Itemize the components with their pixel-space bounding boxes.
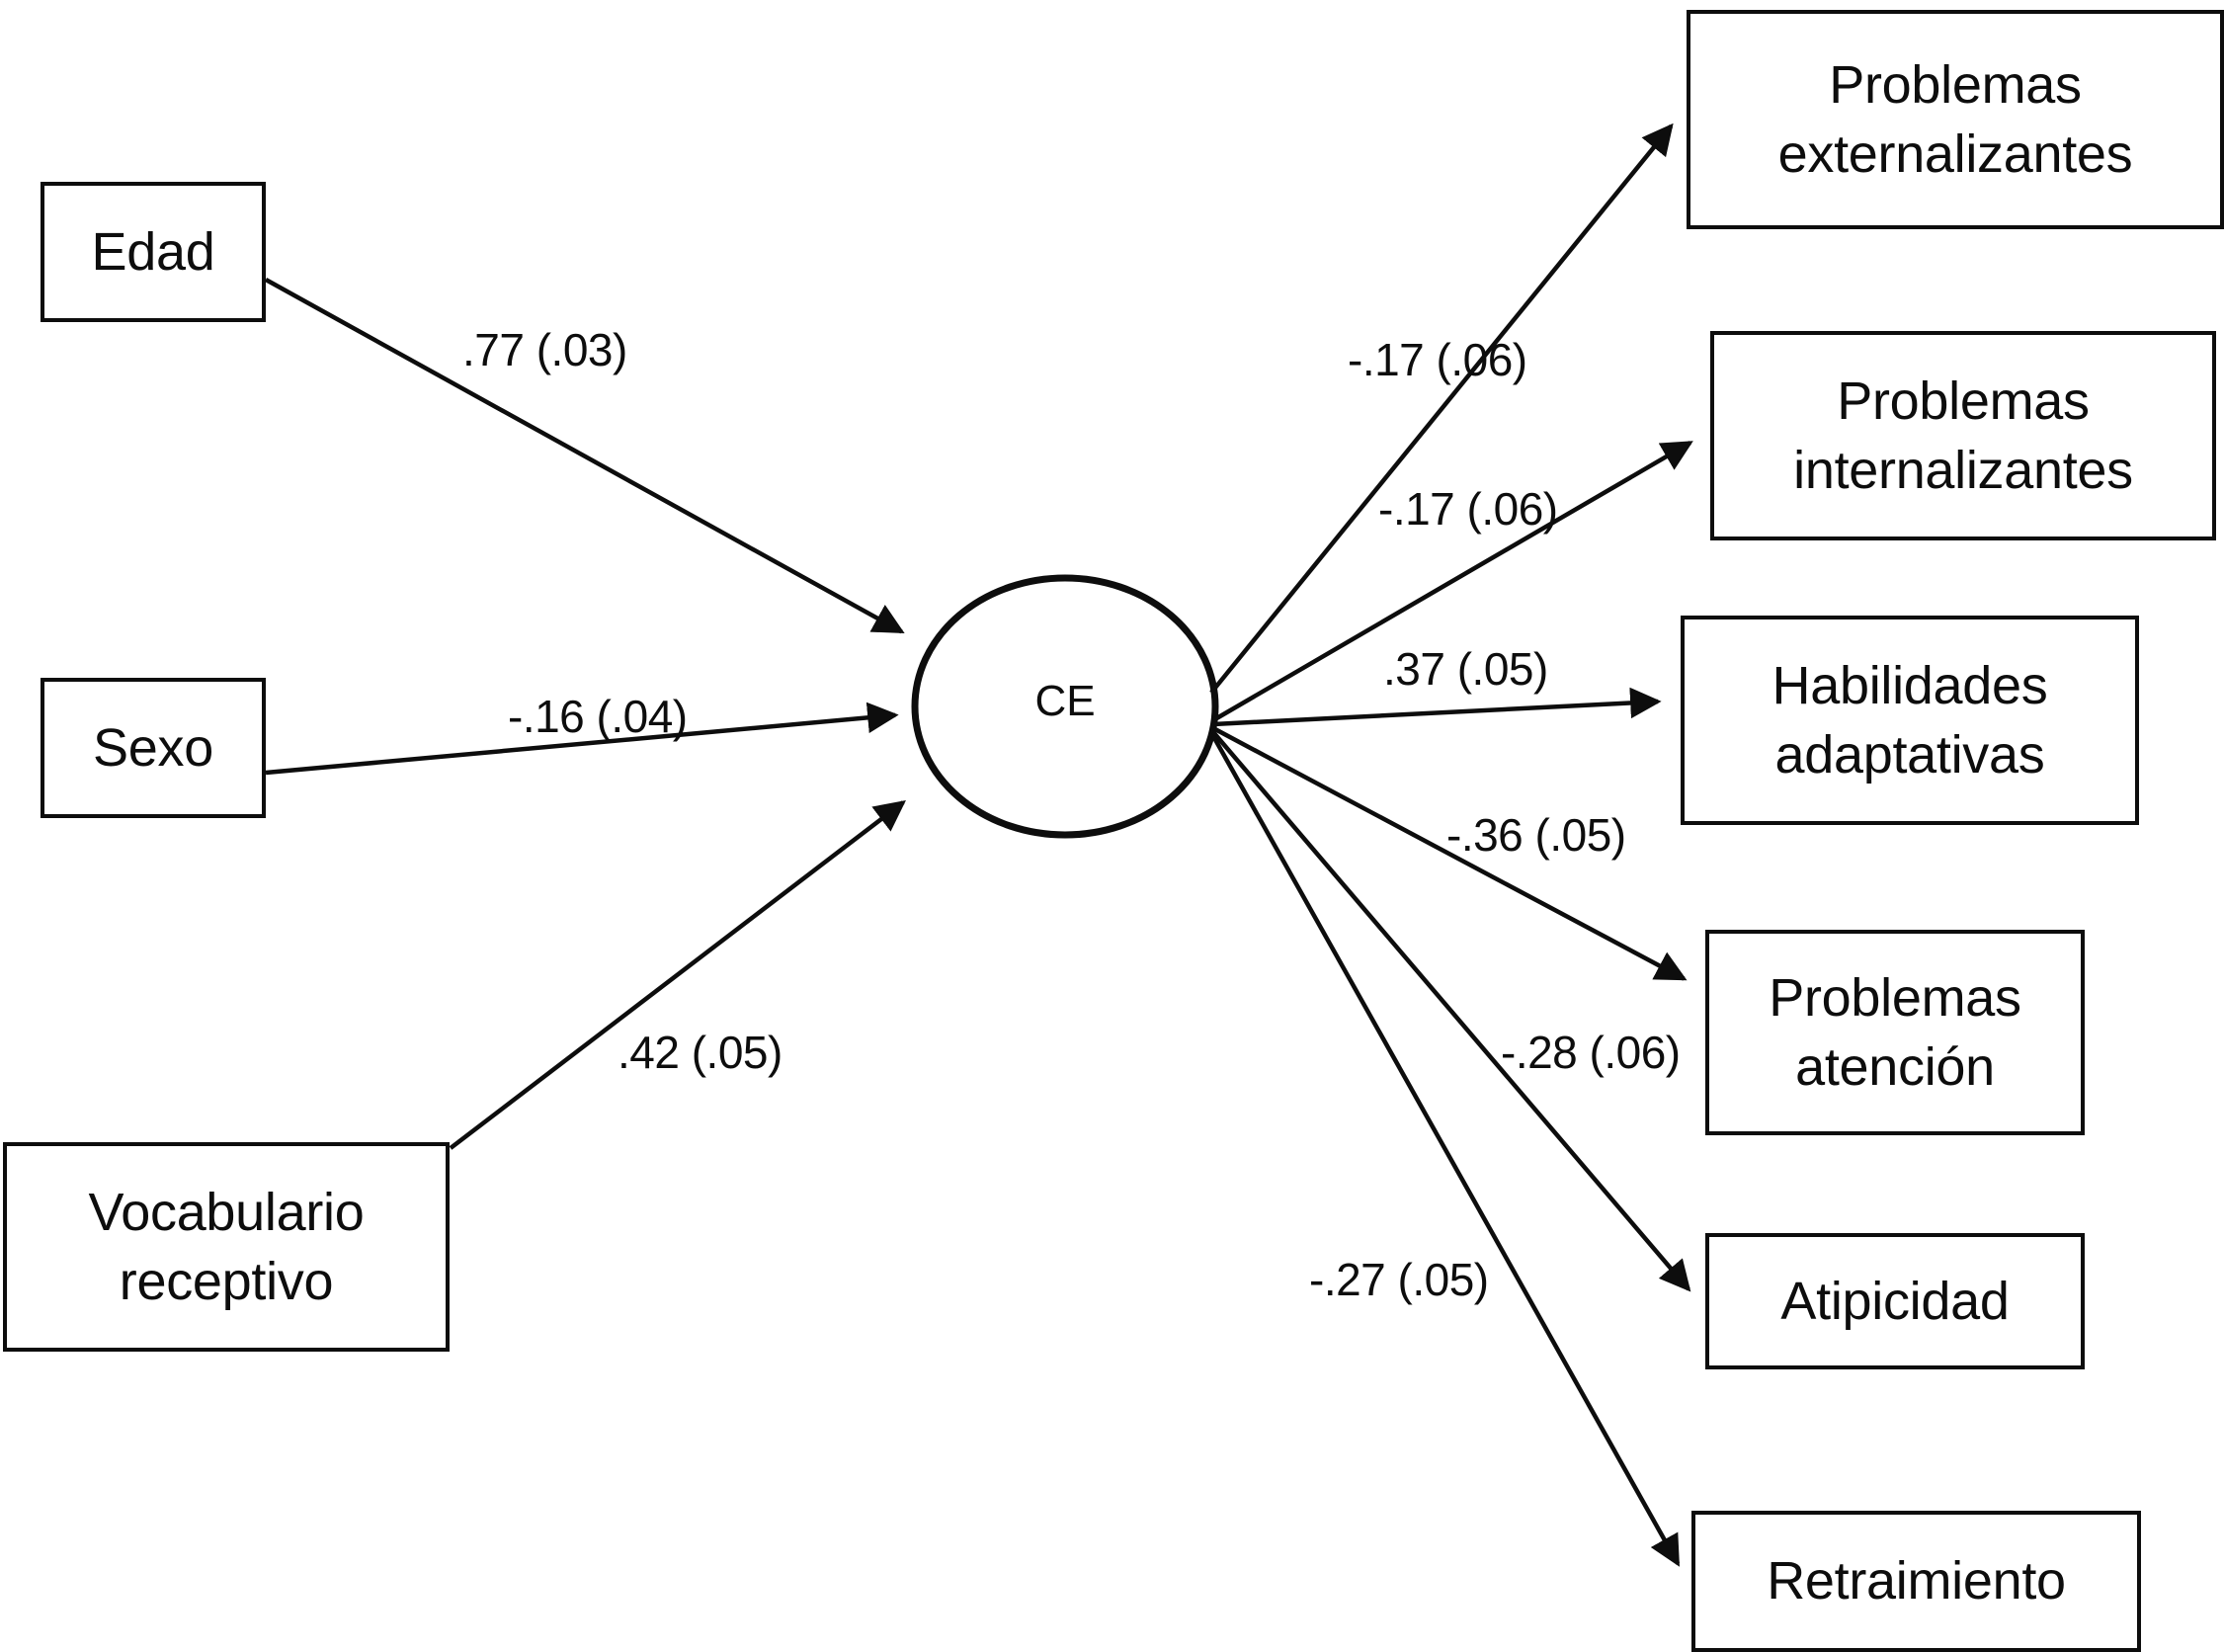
predictor-label: Sexo: [93, 717, 213, 778]
outcome-box-problemas-internalizantes: Problemas internalizantes: [1710, 331, 2216, 540]
predictor-box-vocabulario-receptivo: Vocabulario receptivo: [3, 1142, 450, 1352]
outcome-label: Atipicidad: [1780, 1271, 2010, 1331]
outcome-box-atipicidad: Atipicidad: [1705, 1233, 2085, 1369]
edge-sexo-to-ce: [265, 702, 899, 776]
edge-label-ce-to-problemas-atencion: -.36 (.05): [1446, 809, 1626, 861]
outcome-box-habilidades-adaptativas: Habilidades adaptativas: [1681, 616, 2139, 825]
edge-ce-to-problemas-externalizantes: [1209, 123, 1674, 695]
edge-lines: [264, 123, 1693, 1567]
edge-ce-to-atipicidad: [1211, 730, 1691, 1292]
outcome-box-retraimiento: Retraimiento: [1691, 1511, 2141, 1652]
edge-ce-to-retraimiento: [1211, 734, 1681, 1567]
predictor-box-sexo: Sexo: [41, 678, 266, 818]
outcome-label: Problemas internalizantes: [1793, 371, 2133, 500]
edge-label-ce-to-retraimiento: -.27 (.05): [1309, 1254, 1489, 1305]
edge-ce-to-problemas-atencion: [1211, 726, 1688, 981]
outcome-box-problemas-atencion: Problemas atención: [1705, 930, 2085, 1135]
edge-label-sexo-to-ce: -.16 (.04): [508, 691, 688, 742]
outcome-label: Problemas atención: [1769, 967, 2021, 1097]
edge-edad-to-ce: [264, 278, 905, 634]
edge-label-ce-to-problemas-internalizantes: -.17 (.06): [1378, 483, 1558, 535]
latent-variable-label: CE: [1034, 677, 1096, 725]
outcome-label: Problemas externalizantes: [1777, 54, 2133, 184]
predictor-box-edad: Edad: [41, 182, 266, 322]
edge-label-edad-to-ce: .77 (.03): [462, 324, 627, 375]
predictor-label: Vocabulario receptivo: [88, 1182, 365, 1311]
edge-label-ce-to-habilidades-adaptativas: .37 (.05): [1383, 643, 1548, 695]
edge-label-ce-to-atipicidad: -.28 (.06): [1501, 1027, 1681, 1078]
outcome-label: Habilidades adaptativas: [1771, 655, 2048, 785]
predictor-label: Edad: [91, 221, 215, 282]
edge-label-vocabulario-to-ce: .42 (.05): [618, 1027, 783, 1078]
latent-variable-ellipse: [911, 574, 1219, 839]
edge-label-ce-to-problemas-externalizantes: -.17 (.06): [1348, 334, 1527, 385]
edge-ce-to-problemas-internalizantes: [1211, 441, 1693, 722]
edge-ce-to-habilidades-adaptativas: [1212, 687, 1662, 727]
outcome-box-problemas-externalizantes: Problemas externalizantes: [1687, 10, 2224, 229]
edge-vocabulario-to-ce: [449, 799, 906, 1150]
outcome-label: Retraimiento: [1767, 1551, 2066, 1611]
